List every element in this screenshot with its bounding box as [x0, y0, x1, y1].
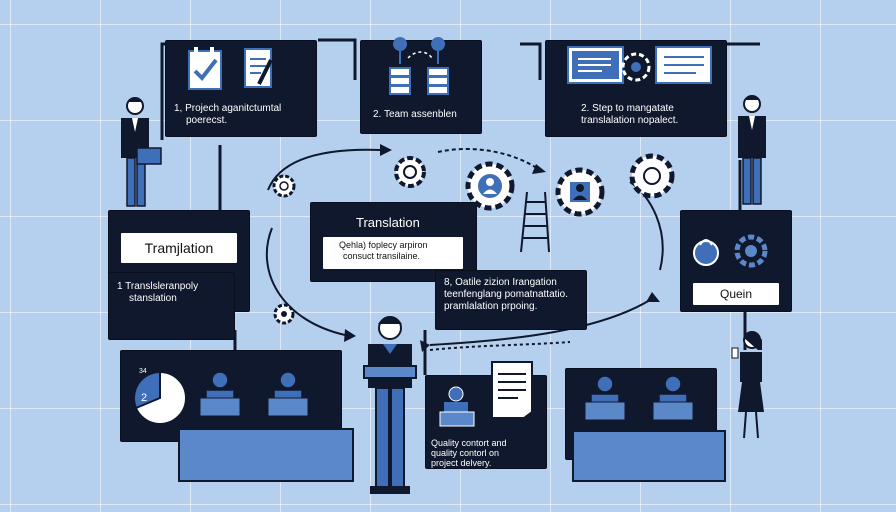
quality-line2: quality contorl on: [431, 448, 499, 458]
document-icon: [488, 360, 538, 420]
step3-line2: translalation nopalect.: [581, 115, 678, 127]
step8-line1: 8, Oatile zizion Irangation: [444, 277, 557, 289]
lock-gear-icon: [686, 231, 786, 271]
desk-right: [572, 430, 726, 482]
person-standing-icon: [732, 94, 777, 209]
step1-line2: poerecst.: [186, 115, 227, 127]
center-card-body: Qehla) foplecy arpiron consuct transilai…: [321, 235, 465, 271]
step1-line1: 1, Projech aganitctumtal: [174, 103, 281, 115]
step1-panel: 1, Projech aganitctumtal poerecst.: [165, 40, 317, 137]
center-card-line2: consuct transilaine.: [329, 251, 457, 262]
step8-line3: pramlalation prpoing.: [444, 301, 537, 313]
desk-left: [178, 428, 354, 482]
pie-small-label: 34: [139, 366, 147, 378]
step8-line2: teenfenglang pomatnattatio.: [444, 289, 568, 301]
worker-desk-center: [436, 384, 496, 434]
center-card-line1: Qehla) foplecy arpiron: [329, 240, 457, 251]
step3-line1: 2. Step to mangatate: [581, 103, 674, 115]
left-card-line2: stanslation: [129, 293, 177, 305]
left-card-note: 1 Translsleranpoly stanslation: [108, 272, 235, 340]
quality-line1: Quality contort and: [431, 438, 507, 448]
document-pen-icon: [241, 46, 281, 91]
step2-line1: 2. Team assenblen: [373, 109, 457, 121]
gear-icons-row: [390, 140, 720, 220]
step2-panel: 2. Team assenblen: [360, 40, 482, 134]
right-card-title: Quein: [691, 281, 781, 307]
monitor-gear-icon: [566, 45, 716, 93]
right-card: Quein: [680, 210, 792, 312]
person-with-laptop-icon: [113, 96, 168, 211]
presenter-with-tablet-icon: [352, 310, 427, 500]
left-card-line1: 1 Translsleranpoly: [117, 281, 198, 293]
pie-value-label: 2: [141, 392, 147, 404]
step8-panel: 8, Oatile zizion Irangation teenfenglang…: [435, 270, 587, 330]
servers-icon: [386, 46, 461, 96]
cycle-gear-icon: [270, 172, 300, 202]
left-card-title: Tramjlation: [119, 231, 239, 265]
step3-panel: 2. Step to mangatate translalation nopal…: [545, 40, 727, 137]
cycle-gear-icon-2: [270, 300, 300, 330]
woman-with-phone-icon: [730, 328, 770, 443]
checklist-icon: [186, 46, 226, 91]
quality-line3: project delvery.: [431, 458, 491, 468]
